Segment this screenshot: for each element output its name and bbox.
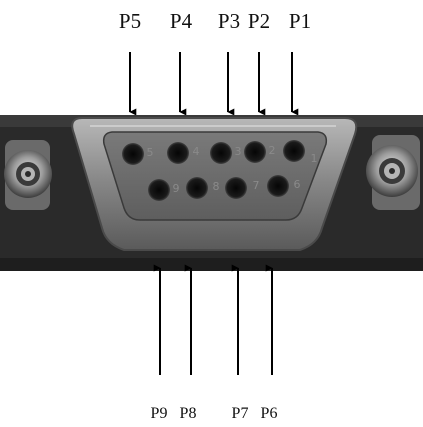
label-p8: P8: [180, 405, 197, 422]
pin-hole-2: [244, 141, 266, 163]
pin-hole-4: [167, 142, 189, 164]
pin-number-markings: 5 4 3 2 1 9 8 7 6: [147, 144, 318, 195]
label-p5: P5: [119, 9, 141, 33]
label-p2: P2: [248, 9, 270, 33]
left-screw-icon: [4, 140, 52, 210]
label-p9: P9: [151, 405, 168, 422]
pin-hole-3: [210, 142, 232, 164]
right-screw-icon: [366, 135, 420, 210]
pin-number-7: 7: [253, 179, 260, 192]
pin-hole-6: [267, 175, 289, 197]
pin-number-6: 6: [294, 178, 301, 191]
label-p4: P4: [170, 9, 193, 33]
pin-number-2: 2: [269, 144, 276, 157]
top-arrows: [129, 52, 299, 116]
label-p1: P1: [289, 9, 311, 33]
pin-hole-9: [148, 179, 170, 201]
pin-hole-1: [283, 140, 305, 162]
pin-hole-8: [186, 177, 208, 199]
top-labels: P5 P4 P3 P2 P1: [119, 9, 311, 33]
pin-number-8: 8: [213, 180, 220, 193]
pin-number-5: 5: [147, 146, 154, 159]
bottom-row-holes: [148, 175, 289, 201]
bottom-labels: P9 P8 P7 P6: [151, 405, 278, 422]
bottom-arrows: [153, 264, 273, 375]
label-p7: P7: [232, 405, 249, 422]
pin-hole-5: [122, 143, 144, 165]
label-p6: P6: [261, 405, 278, 422]
connector-photo: 5 4 3 2 1 9 8 7 6: [0, 115, 423, 271]
pin-number-9: 9: [173, 182, 180, 195]
pin-hole-7: [225, 177, 247, 199]
label-p3: P3: [218, 9, 240, 33]
pin-number-1: 1: [311, 152, 318, 165]
pin-number-4: 4: [193, 145, 200, 158]
pin-number-3: 3: [235, 145, 242, 158]
top-row-holes: [122, 140, 305, 165]
